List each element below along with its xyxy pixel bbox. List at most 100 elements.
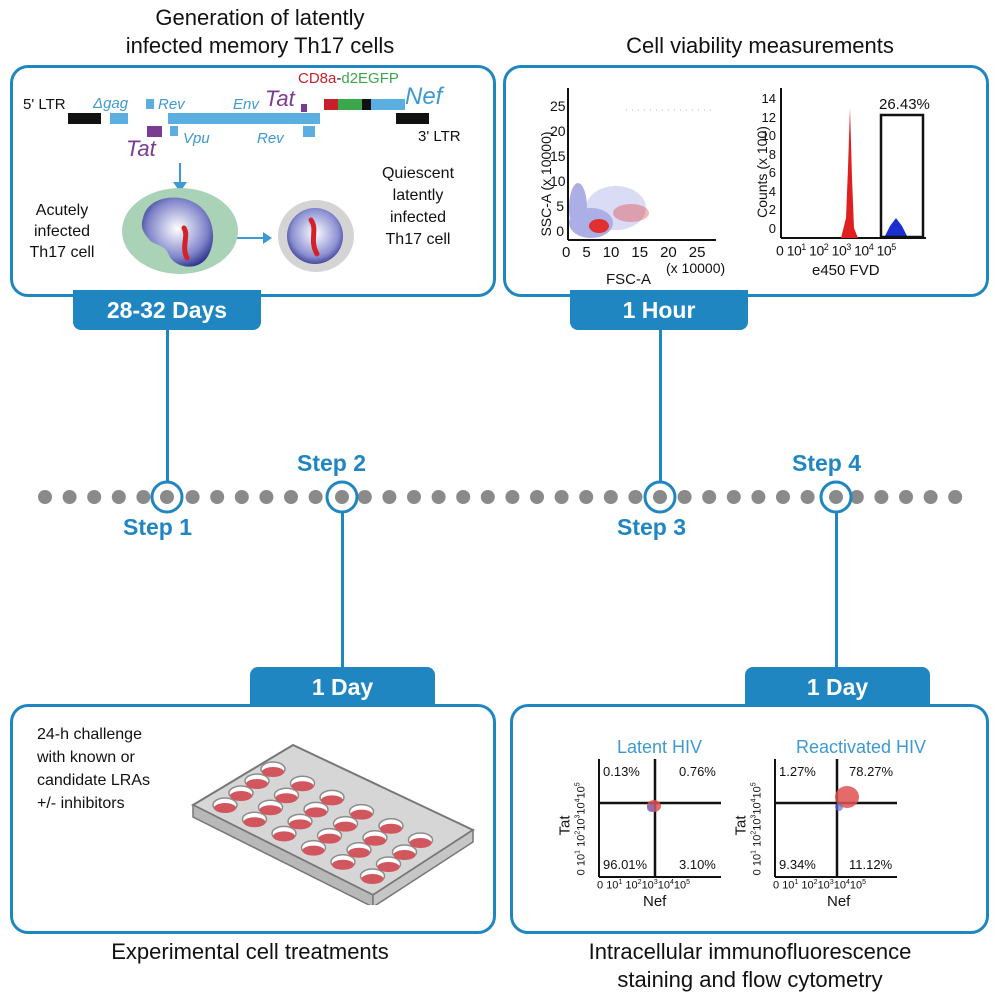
latent-xlabel: Nef — [643, 893, 667, 910]
well-medium — [321, 795, 343, 806]
timeline-dot — [111, 490, 126, 504]
acute-line2: infected — [33, 223, 91, 240]
connector-step1 — [166, 330, 169, 482]
reactivated-ylabel: Tat — [732, 815, 750, 836]
timeline-dot — [579, 490, 594, 504]
scatter-xtick: 0 — [562, 244, 571, 261]
well-medium — [246, 779, 268, 789]
timeline-dot — [702, 490, 717, 504]
timeline-dot — [382, 490, 397, 504]
timeline-dot — [825, 490, 840, 504]
reactivated-yticks: 0 101 102103104105 — [750, 782, 764, 876]
scatter-yticks: 25 20 15 10 5 0 — [550, 94, 566, 244]
scatter-ytick: 5 — [556, 198, 564, 214]
scatter-xtick: 20 — [660, 244, 677, 261]
well-medium — [273, 831, 295, 842]
construct-label: CD8a-d2EGFP — [298, 70, 399, 87]
latent-lr: 3.10% — [679, 857, 716, 872]
treatments-title: Experimental cell treatments — [111, 939, 389, 964]
well-plate-icon — [190, 743, 476, 905]
treatment-line3: candidate LRAs — [37, 772, 150, 789]
gate-box — [879, 113, 925, 239]
gag-label: Δgag — [93, 95, 129, 112]
staining-title: Intracellular immunofluorescence stainin… — [520, 938, 980, 994]
timeline-dot — [308, 490, 323, 504]
hist-ytick: 8 — [768, 146, 776, 162]
staining-title-line1: Intracellular immunofluorescence — [588, 939, 912, 964]
step2-label: Step 2 — [297, 450, 367, 476]
treatment-line1: 24-h challenge — [37, 726, 142, 743]
well-medium — [318, 833, 341, 844]
scatter-xtick: 15 — [631, 244, 649, 261]
reactivated-lr: 11.12% — [849, 857, 893, 872]
tat-label-top: Tat — [265, 86, 295, 111]
latent-ul: 0.13% — [603, 764, 640, 779]
hist-xtick: 105 — [876, 242, 897, 259]
well-medium — [348, 847, 370, 858]
reactivated-ur: 78.27% — [849, 764, 894, 779]
timeline-dot — [480, 490, 495, 504]
timeline-dot — [800, 490, 815, 504]
scatter-xtick: 5 — [582, 244, 591, 261]
treatment-line2: with known or — [37, 749, 135, 766]
latent-ur: 0.76% — [679, 764, 716, 779]
q-line3: infected — [389, 209, 447, 226]
latent-title: Latent HIV — [617, 737, 703, 757]
timeline-dot — [431, 490, 446, 504]
ltr3-label: 3' LTR — [418, 128, 461, 145]
well-medium — [305, 807, 327, 818]
timeline-dot — [210, 490, 225, 504]
timeline-dot — [185, 490, 200, 504]
timeline-dot — [603, 490, 618, 504]
generation-title-line2: infected memory Th17 cells — [125, 33, 395, 58]
tat-label-bottom: Tat — [126, 136, 156, 161]
timeline-dot — [284, 490, 298, 504]
scatter-xlabel: FSC-A — [606, 271, 651, 288]
well-medium — [243, 817, 266, 828]
hist-xtick: 102 — [809, 242, 829, 259]
well-medium — [393, 850, 416, 860]
viability-panel: SSC-A (x 10000) 25 20 15 10 5 0 0 5 10 1… — [503, 65, 989, 297]
acute-line1: Acutely — [35, 202, 89, 219]
treatments-panel: 24-h challenge with known or candidate L… — [10, 704, 496, 934]
scatter-xticks: 0 5 10 15 20 25 — [562, 244, 705, 261]
step1-marker — [150, 480, 184, 514]
step1-label: Step 1 — [123, 514, 193, 540]
well-medium — [262, 767, 284, 777]
hist-ytick: 12 — [761, 109, 776, 125]
scatter-ytick: 10 — [550, 173, 566, 189]
timeline-dot — [677, 490, 692, 504]
timeline-dot — [407, 490, 421, 504]
well-medium — [214, 803, 236, 813]
step4-marker — [819, 480, 853, 514]
acute-cell-label: Acutely infected Th17 cell — [21, 200, 103, 263]
connector-step3 — [659, 330, 662, 482]
gate-percent: 26.43% — [879, 96, 930, 113]
generation-title-line1: Generation of latently — [155, 5, 365, 30]
well-medium — [409, 838, 432, 848]
connector-step4 — [835, 512, 838, 668]
latent-ylabel: Tat — [556, 815, 574, 836]
flow-plots — [598, 759, 897, 878]
timeline-dot — [136, 490, 151, 504]
env-label: Env — [233, 96, 259, 113]
hist-ytick: 2 — [768, 202, 776, 217]
timeline-dot — [849, 490, 864, 504]
generation-panel: 5' LTR Δgag Rev Env Tat CD8a-d2EGFP Nef … — [10, 65, 496, 297]
timeline-dot — [726, 490, 741, 504]
hist-yticks: 14 12 10 8 6 4 2 0 — [758, 90, 776, 238]
timeline-dot — [259, 490, 274, 504]
timeline-dot — [505, 490, 520, 504]
scatter-xtick: 25 — [688, 244, 706, 261]
well-medium — [377, 862, 400, 872]
reactivated-xlabel: Nef — [827, 893, 851, 910]
well-medium — [364, 835, 386, 846]
step2-marker — [325, 480, 359, 514]
timeline-dot — [456, 490, 471, 504]
timeline-dot — [161, 490, 175, 504]
hist-ytick: 4 — [768, 183, 776, 199]
egfp-label: d2EGFP — [341, 70, 399, 87]
hist-ytick: 14 — [761, 91, 776, 106]
hist-xtick: 103 — [831, 242, 852, 259]
vpu-label: Vpu — [183, 130, 210, 147]
